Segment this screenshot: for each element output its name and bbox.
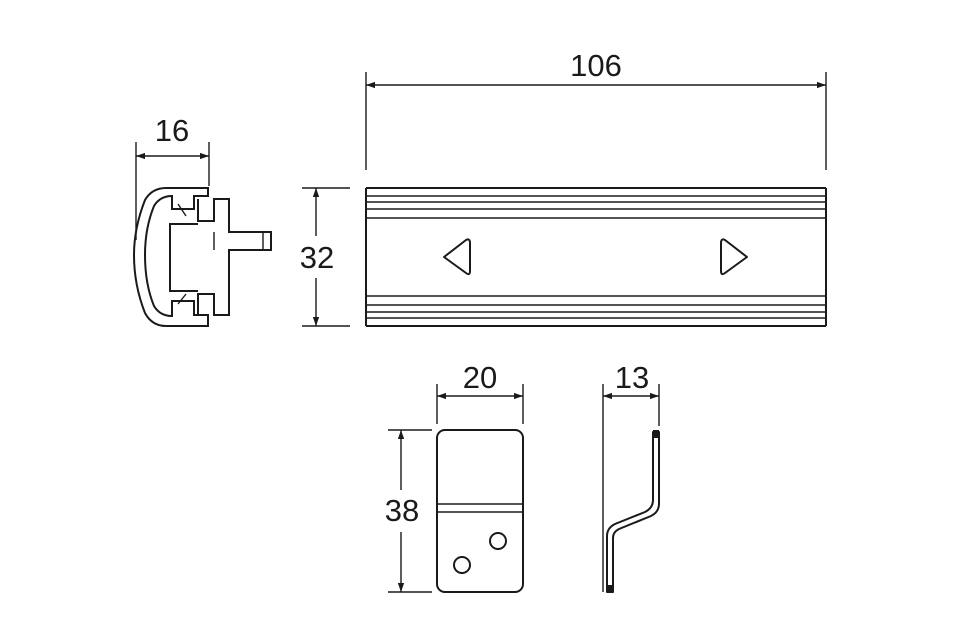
dimension-length: 106 [365, 48, 827, 170]
dimension-label-38: 38 [385, 493, 419, 528]
dimension-bracket-offset: 13 [602, 360, 660, 592]
profile-cross-section [132, 187, 272, 327]
triangle-right-icon [720, 238, 748, 276]
dimension-label-32: 32 [300, 240, 334, 275]
profile-side-view [365, 187, 827, 327]
dimension-bracket-width: 20 [436, 360, 524, 424]
dimension-height: 32 [300, 187, 350, 327]
dimension-profile-width: 16 [135, 113, 210, 240]
dimension-label-16: 16 [155, 113, 189, 148]
dimension-label-20: 20 [463, 360, 497, 395]
triangle-left-icon [443, 238, 471, 276]
dimension-label-106: 106 [570, 48, 622, 83]
mounting-bracket-front [436, 429, 524, 593]
dimension-bracket-height: 38 [385, 429, 432, 593]
dimension-label-13: 13 [615, 360, 649, 395]
mounting-bracket-side [606, 430, 660, 593]
mounting-hole [489, 532, 507, 550]
mounting-hole [453, 556, 471, 574]
